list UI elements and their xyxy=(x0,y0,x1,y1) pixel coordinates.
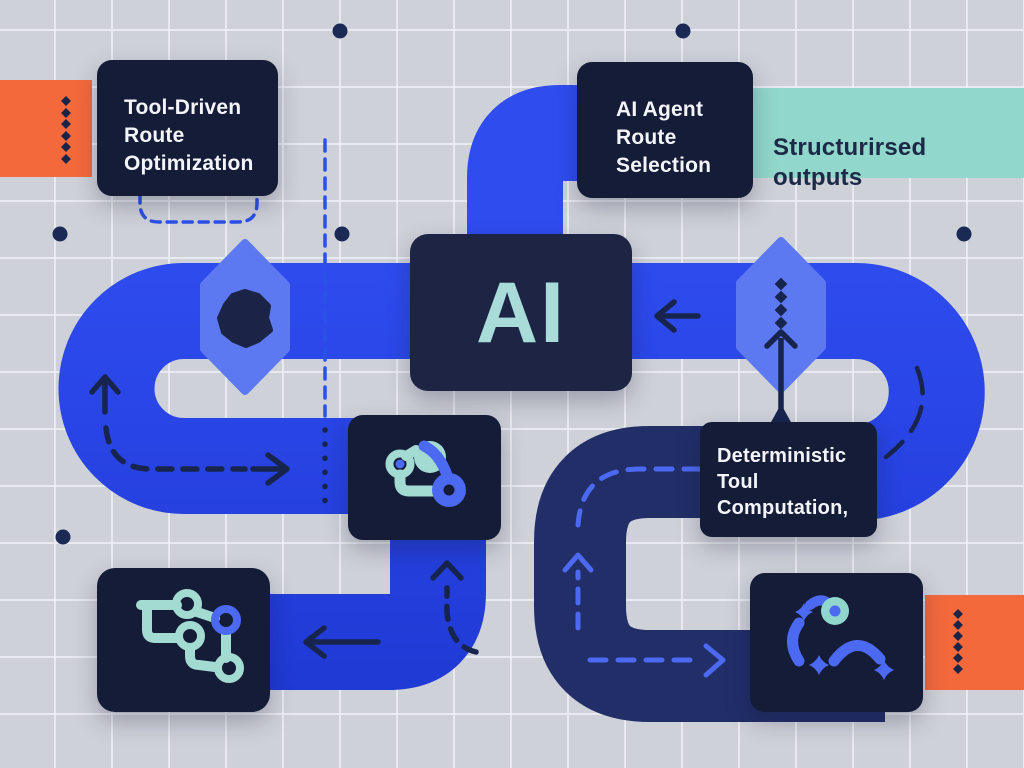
card-ai-center: AI xyxy=(410,234,632,391)
orange-bar-dot-column-left xyxy=(61,96,71,164)
orange-bar-dot-column-right xyxy=(953,609,963,674)
card-deterministic-tool-computation: Deterministic Toul Computation, xyxy=(700,422,877,537)
orange-accent-bar-left xyxy=(0,80,92,177)
dashed-decorations xyxy=(138,138,327,418)
dark-road-top-dashes xyxy=(575,466,703,528)
sparkle-route-icon xyxy=(787,595,894,680)
road-left-loop xyxy=(58,263,640,690)
bottom-left-arrow-head-icon xyxy=(303,625,327,659)
route-marker-diamond-left xyxy=(200,239,290,395)
dashed-up-curve xyxy=(444,585,479,655)
card-ai-agent-route-selection: AI Agent Route Selection xyxy=(577,62,753,198)
road-top-curve xyxy=(467,85,578,316)
dashed-route-line xyxy=(103,425,248,472)
dashed-up-arrow-head-icon xyxy=(430,560,464,581)
card-tool-driven-route-optimization: Tool-Driven Route Optimization xyxy=(97,60,278,196)
dark-road-up-arrow-head-icon xyxy=(562,552,594,573)
dot xyxy=(956,226,972,242)
orange-accent-bar-right xyxy=(925,595,1024,690)
dot xyxy=(52,226,68,242)
dot xyxy=(675,23,691,39)
dashed-loop-under-card xyxy=(138,192,259,224)
blue-dashed-arrows xyxy=(562,466,726,678)
card-label: Deterministic Toul Computation, xyxy=(717,445,849,519)
scatter-dots xyxy=(52,23,972,545)
card-label: AI Agent Route Selection xyxy=(616,98,712,177)
card-label: Tool-Driven Route Optimization xyxy=(124,96,254,175)
molecule-graph-icon xyxy=(385,440,466,507)
banner-label: Structurirsed outputs xyxy=(773,134,927,191)
route-marker-diamond-right xyxy=(736,237,826,424)
right-arrow-head-icon xyxy=(265,452,290,486)
card-sparkle-route xyxy=(750,573,923,712)
circuit-route-icon xyxy=(136,589,244,683)
right-curve-dashed-arc xyxy=(883,365,925,460)
road-right-loop xyxy=(600,263,985,521)
blob-icon xyxy=(217,289,273,348)
card-molecule-graph xyxy=(348,415,501,540)
dark-road-right-arrow-head-icon xyxy=(703,643,726,678)
card-circuit-route xyxy=(97,568,270,712)
structured-outputs-banner: Structurirsed outputs xyxy=(750,88,1024,191)
dot xyxy=(332,23,348,39)
dot xyxy=(55,529,71,545)
navy-route-arrows xyxy=(89,299,925,659)
ai-label: AI xyxy=(476,264,566,361)
up-arrow-head-icon xyxy=(89,374,121,395)
left-arrow-head-icon xyxy=(654,299,677,333)
sparkle-stars xyxy=(795,603,894,680)
diamond-arrow-head-icon xyxy=(764,329,798,349)
arrow-base-triangle xyxy=(770,404,792,424)
dot xyxy=(334,226,350,242)
